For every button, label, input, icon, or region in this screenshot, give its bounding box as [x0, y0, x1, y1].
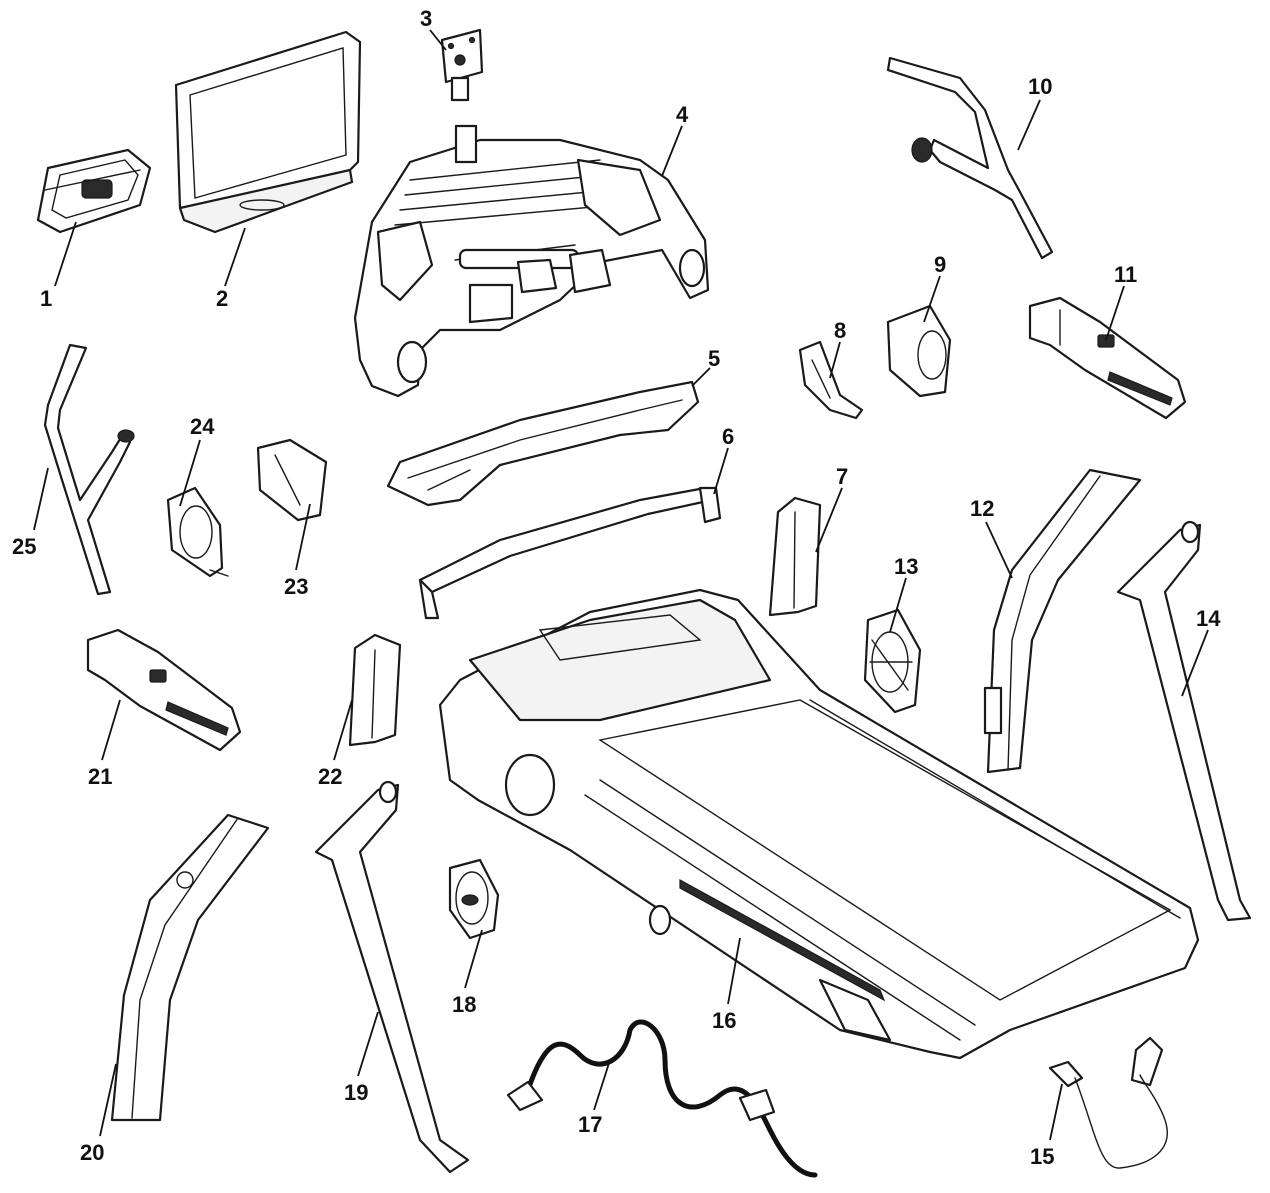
leader-24: [179, 439, 201, 507]
part-8-small-cover: [798, 340, 864, 420]
leader-23: [295, 503, 311, 571]
part-21-left-armrest: [86, 628, 242, 752]
leader-18: [464, 929, 483, 989]
callout-11: 11: [1114, 262, 1137, 287]
leader-9: [923, 275, 941, 323]
callout-19: 19: [344, 1080, 368, 1105]
leader-7: [815, 487, 843, 553]
callout-25: 25: [12, 534, 36, 559]
callout-10: 10: [1028, 74, 1052, 99]
leader-6: [713, 447, 729, 495]
part-20-left-upright: [110, 813, 270, 1122]
callout-23: 23: [284, 574, 308, 599]
part-2-display: [174, 30, 362, 234]
part-9-side-cover: [886, 304, 952, 398]
callout-15: 15: [1030, 1144, 1054, 1169]
leader-2: [224, 227, 246, 287]
callout-24: 24: [190, 414, 215, 439]
leader-13: [889, 577, 907, 633]
part-4-console: [353, 124, 710, 398]
part-17-power-cord: [506, 1019, 818, 1178]
leader-5: [691, 367, 711, 387]
leader-25: [33, 467, 49, 531]
part-22-left-upright-cover: [348, 633, 402, 747]
part-16-base: [438, 588, 1200, 1060]
callout-3: 3: [420, 6, 432, 31]
part-12-right-upright: [983, 468, 1142, 774]
part-24-left-disc-cover: [166, 486, 229, 578]
part-3-bracket: [440, 28, 484, 102]
callout-8: 8: [834, 318, 846, 343]
callout-4: 4: [676, 102, 689, 127]
part-6-crossbar: [418, 486, 722, 620]
callout-5: 5: [708, 346, 720, 371]
part-11-right-armrest: [1028, 296, 1187, 420]
leader-20: [99, 1063, 117, 1137]
leader-22: [333, 699, 353, 761]
leader-lines: [33, 29, 1209, 1141]
callout-13: 13: [894, 554, 918, 579]
callout-22: 22: [318, 764, 342, 789]
leader-12: [985, 521, 1013, 579]
callout-17: 17: [578, 1112, 602, 1137]
leader-15: [1049, 1083, 1063, 1141]
part-25-left-handlebar: [43, 343, 135, 596]
part-10-right-handlebar: [886, 56, 1054, 260]
callout-18: 18: [452, 992, 476, 1017]
part-5-upper-shroud: [386, 380, 700, 507]
callout-2: 2: [216, 286, 228, 311]
leader-17: [593, 1059, 611, 1111]
part-18-rear-cover: [448, 858, 500, 940]
leader-21: [101, 699, 121, 761]
leader-4: [661, 125, 683, 177]
callout-7: 7: [836, 464, 848, 489]
leader-1: [54, 221, 77, 287]
callout-labels: 1 2 3 4 5 6 7 8 9 10 11 12 13 14 15 16 1…: [12, 6, 1221, 1169]
callout-14: 14: [1196, 606, 1221, 631]
callout-21: 21: [88, 764, 112, 789]
leader-11: [1105, 285, 1125, 341]
part-14-right-rear-upright: [1116, 520, 1252, 922]
callout-1: 1: [40, 286, 52, 311]
part-19-left-rear-upright: [314, 780, 470, 1174]
leader-19: [357, 1011, 379, 1077]
callout-20: 20: [80, 1140, 104, 1165]
callout-9: 9: [934, 252, 946, 277]
callout-12: 12: [970, 496, 994, 521]
callout-6: 6: [722, 424, 734, 449]
leader-16: [727, 937, 741, 1005]
leader-3: [429, 29, 447, 51]
part-7-upright-cover: [768, 496, 822, 617]
part-1-tablet-tray: [36, 148, 152, 234]
leader-8: [829, 341, 841, 379]
part-23-left-small-cover: [256, 438, 328, 522]
callout-16: 16: [712, 1008, 736, 1033]
leader-14: [1181, 629, 1209, 697]
leader-10: [1017, 99, 1041, 151]
part-15-safety-key: [1048, 1036, 1168, 1169]
